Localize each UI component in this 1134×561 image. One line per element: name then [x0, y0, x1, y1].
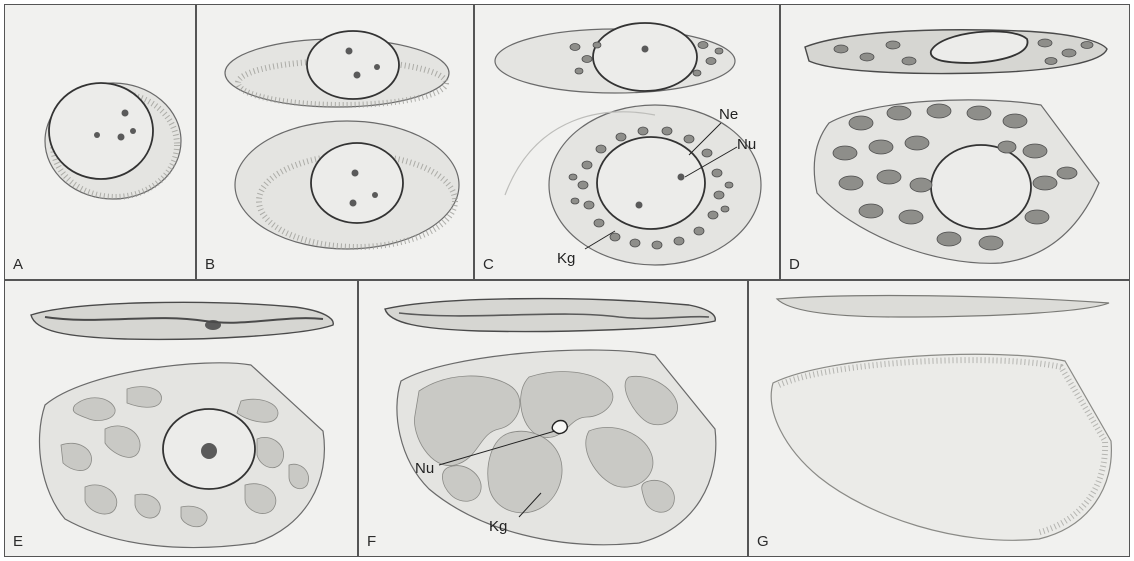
panel-f-drawing: Nu Kg [359, 281, 748, 557]
panel-e-drawing [5, 281, 358, 557]
panel-c: Ne Nu Kg C [474, 4, 780, 280]
nucleolus [201, 443, 217, 459]
cell-body-side [31, 302, 333, 339]
nucleolus [118, 134, 125, 141]
cell-body-face [771, 354, 1111, 540]
panel-label: G [757, 533, 769, 550]
nucleus [49, 83, 153, 179]
nucleus [593, 23, 697, 91]
panel-f: Nu Kg F [358, 280, 748, 557]
panel-d: D [780, 4, 1130, 280]
label-nu: Nu [415, 460, 434, 477]
label-ne: Ne [719, 106, 738, 123]
panel-e: E [4, 280, 358, 557]
panel-label: C [483, 256, 494, 273]
label-kg: Kg [557, 250, 575, 267]
panel-label: D [789, 256, 800, 273]
nucleus [597, 137, 705, 229]
nucleolus [130, 128, 136, 134]
label-kg: Kg [489, 518, 507, 535]
nucleolus [122, 110, 129, 117]
panel-c-drawing: Ne Nu Kg [475, 5, 780, 280]
panel-b: B [196, 4, 474, 280]
nucleus [311, 143, 403, 223]
panel-b-drawing [197, 5, 474, 280]
nucleolus [94, 132, 100, 138]
cell-body-side [777, 296, 1109, 317]
panel-g: G [748, 280, 1130, 557]
panel-a: A [4, 4, 196, 280]
label-nu: Nu [737, 136, 756, 153]
nucleus [931, 145, 1031, 229]
panel-label: B [205, 256, 215, 273]
panel-d-drawing [781, 5, 1130, 280]
panel-g-drawing [749, 281, 1130, 557]
panel-label: E [13, 533, 23, 550]
nucleus [307, 31, 399, 99]
panel-a-drawing [5, 5, 196, 280]
panel-label: A [13, 256, 23, 273]
panel-label: F [367, 533, 376, 550]
